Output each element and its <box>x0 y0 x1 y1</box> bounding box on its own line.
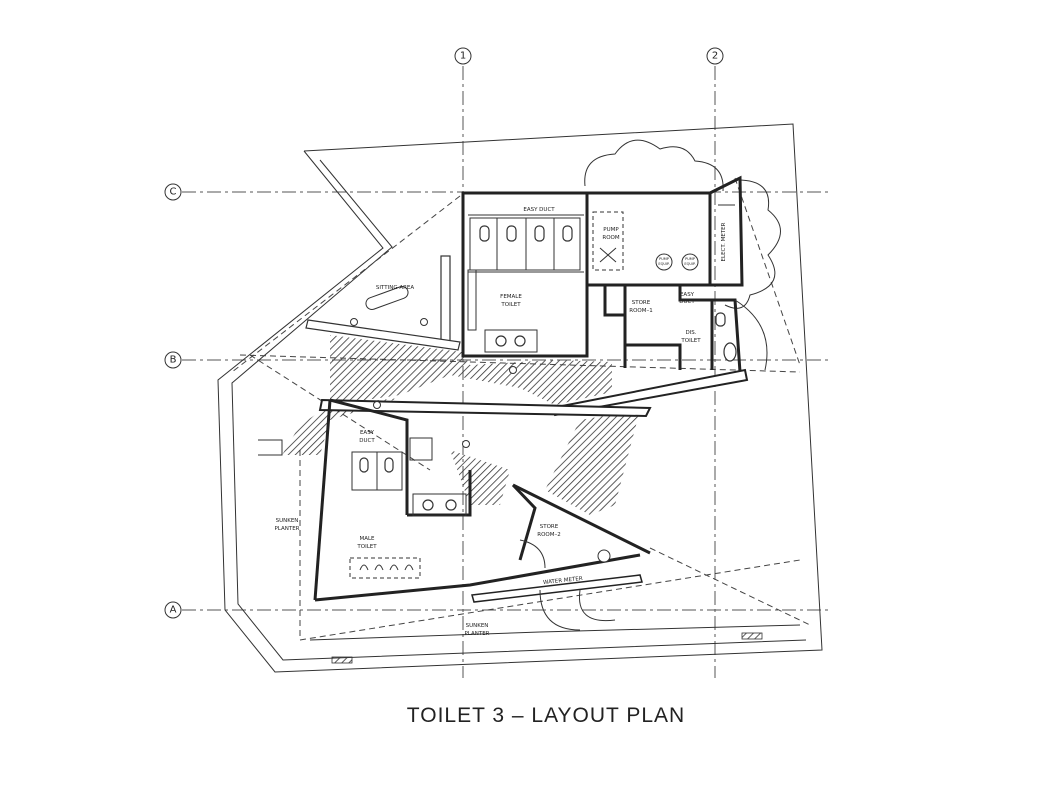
water-meter-strip <box>471 574 643 631</box>
plan-title: TOILET 3 – LAYOUT PLAN <box>407 704 685 727</box>
label-sunken-planter-left-2: PLANTER <box>274 526 299 532</box>
grid-bubble-2: 2 <box>706 47 724 65</box>
room-labels: EASY DUCT PUMP ROOM PUMP EQUIP. PUMP EQU… <box>274 207 727 637</box>
store-room-2 <box>511 483 651 569</box>
label-sitting-area: SITTING AREA <box>376 285 415 291</box>
label-male-toilet-1: MALE <box>359 536 375 542</box>
label-pump-room-2: ROOM <box>602 235 619 241</box>
label-store-room-2-a: STORE <box>540 524 559 530</box>
label-pump-equip-2a: PUMP <box>685 257 695 261</box>
grid-bubble-c: C <box>164 183 182 201</box>
label-easy-duct-right-2: DUCT <box>679 299 695 305</box>
label-male-toilet-2: TOILET <box>356 544 377 550</box>
store-and-dis-block <box>603 285 768 373</box>
male-cubicles <box>351 451 403 491</box>
label-female-toilet-2: TOILET <box>500 302 521 308</box>
female-cubicles <box>469 217 581 271</box>
tree-canopy-right <box>724 179 781 309</box>
grid-bubble-1: 1 <box>454 47 472 65</box>
label-pump-equip-1b: EQUIP. <box>658 262 669 266</box>
label-pump-equip-2b: EQUIP. <box>684 262 695 266</box>
label-female-toilet-1: FEMALE <box>500 294 522 300</box>
label-store-room-1-a: STORE <box>632 300 651 306</box>
angled-walls <box>318 368 749 418</box>
label-sunken-planter-bottom-2: PLANTER <box>464 631 489 637</box>
grid-bubble-c-label: C <box>170 187 177 198</box>
female-basins <box>484 329 538 353</box>
grid-bubble-a-label: A <box>170 605 177 616</box>
label-easy-duct-left-1: EASY <box>360 430 375 436</box>
label-easy-duct-left-2: DUCT <box>359 438 375 444</box>
label-pump-room-1: PUMP <box>603 227 619 233</box>
sunken-planter-edges <box>258 439 801 664</box>
female-toilet-block <box>461 191 589 358</box>
label-easy-duct-top: EASY DUCT <box>523 207 555 213</box>
grid-bubble-b-label: B <box>170 355 177 366</box>
label-sunken-planter-bottom-1: SUNKEN <box>466 623 489 629</box>
grid-bubble-1-label: 1 <box>460 51 466 62</box>
label-water-meter: WATER METER <box>543 576 583 586</box>
male-basins <box>412 493 467 517</box>
label-easy-duct-right-1: EASY <box>680 292 695 298</box>
pump-room-block <box>585 175 744 287</box>
tree-canopy-top <box>584 139 724 192</box>
label-elect-meter: ELECT. METER <box>721 222 727 261</box>
label-dis-toilet-1: DIS. <box>685 330 696 336</box>
walkway-hatch <box>282 335 640 515</box>
grid-bubble-2-label: 2 <box>712 51 718 62</box>
trees <box>584 139 781 309</box>
male-urinals <box>349 557 421 579</box>
grid-bubble-a: A <box>164 601 182 619</box>
label-pump-equip-1a: PUMP <box>659 257 669 261</box>
sitting-area <box>305 255 517 448</box>
male-toilet-block <box>313 398 641 602</box>
label-store-room-2-b: ROOM–2 <box>537 532 560 538</box>
site-boundary <box>217 123 823 673</box>
label-sunken-planter-left-1: SUNKEN <box>276 518 299 524</box>
label-dis-toilet-2: TOILET <box>680 338 701 344</box>
label-store-room-1-b: ROOM–1 <box>629 308 652 314</box>
grid-bubble-b: B <box>164 351 182 369</box>
